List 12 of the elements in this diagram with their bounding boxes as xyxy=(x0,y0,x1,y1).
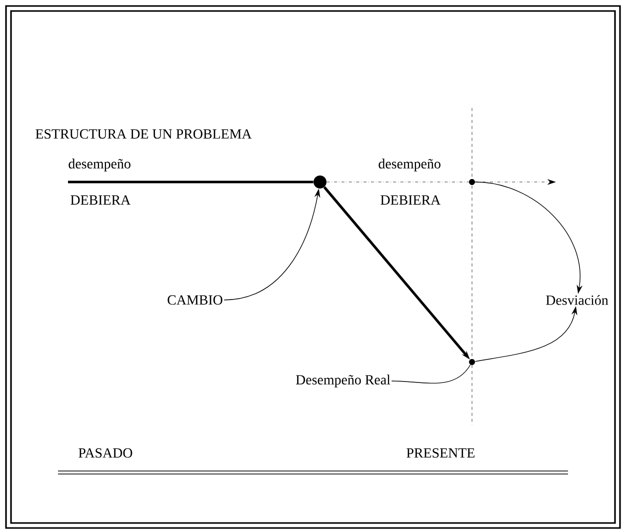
node-label: Desempeño Real xyxy=(296,374,390,388)
axis-label: DEBIERA xyxy=(380,195,441,205)
time-label: PRESENTE xyxy=(406,448,474,458)
axis-label: desempeño xyxy=(68,158,130,172)
leader-line xyxy=(391,364,471,384)
node-label: CAMBIO xyxy=(168,295,222,305)
timeline-line xyxy=(68,180,314,184)
time-label: PASADO xyxy=(78,448,132,458)
node-label: Desviación xyxy=(546,295,608,305)
axis-label: desempeño xyxy=(378,158,440,172)
title: ESTRUCTURA DE UN PROBLEMA xyxy=(36,129,252,139)
axis-label: DEBIERA xyxy=(70,195,131,205)
